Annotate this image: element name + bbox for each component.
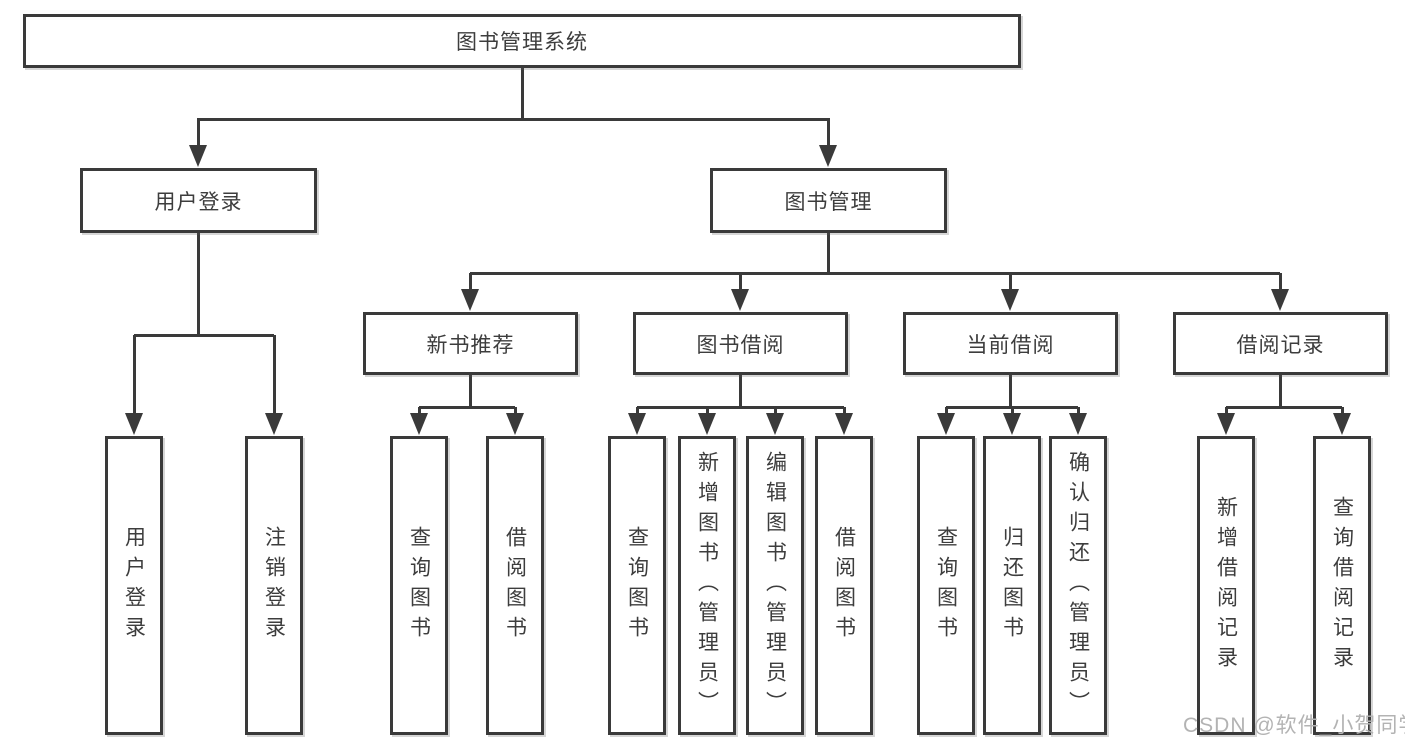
connector-line: [197, 117, 830, 121]
arrow-down-icon: [1333, 413, 1351, 435]
node-book-manage: 图书管理: [710, 168, 947, 233]
connector-line: [1278, 273, 1282, 291]
connector-line: [1340, 407, 1344, 415]
leaf-newbook-query: 查询图书: [390, 436, 448, 735]
connector-line: [1008, 373, 1012, 409]
node-current-borrow-label: 当前借阅: [966, 333, 1055, 357]
arrow-down-icon: [937, 413, 955, 435]
arrow-down-icon: [1271, 289, 1289, 311]
arrow-down-icon: [265, 413, 283, 435]
node-root-label: 图书管理系统: [456, 31, 588, 54]
connector-line: [468, 273, 472, 291]
node-borrow-record-label: 借阅记录: [1236, 333, 1325, 357]
connector-line: [1008, 273, 1012, 291]
node-borrow-record: 借阅记录: [1173, 312, 1388, 375]
connector-line: [773, 407, 777, 415]
leaf-record-add: 新增借阅记录: [1197, 436, 1255, 735]
leaf-borrow-query-label: 查询图书: [625, 525, 649, 646]
connector-line: [468, 373, 472, 409]
arrow-down-icon: [1069, 413, 1087, 435]
leaf-current-confirm-admin: 确认归还（管理员）: [1049, 436, 1107, 735]
node-new-book-recommend: 新书推荐: [363, 312, 578, 375]
arrow-down-icon: [1001, 289, 1019, 311]
leaf-record-query-label: 查询借阅记录: [1330, 495, 1354, 676]
node-user-login-label: 用户登录: [154, 190, 243, 214]
connector-line: [944, 407, 948, 415]
leaf-logout-label: 注销登录: [262, 525, 286, 646]
connector-line: [470, 271, 1280, 275]
arrow-down-icon: [731, 289, 749, 311]
connector-line: [635, 407, 639, 415]
node-user-login: 用户登录: [80, 168, 317, 233]
leaf-record-add-label: 新增借阅记录: [1214, 495, 1238, 676]
connector-line: [705, 407, 709, 415]
node-current-borrow: 当前借阅: [903, 312, 1118, 375]
connector-line: [272, 335, 276, 415]
leaf-newbook-borrow: 借阅图书: [486, 436, 544, 735]
arrow-down-icon: [189, 145, 207, 167]
arrow-down-icon: [125, 413, 143, 435]
leaf-user-login-label: 用户登录: [122, 525, 146, 646]
arrow-down-icon: [1217, 413, 1235, 435]
arrow-down-icon: [410, 413, 428, 435]
connector-line: [842, 407, 846, 415]
leaf-current-confirm-admin-label: 确认归还（管理员）: [1066, 450, 1090, 721]
connector-line: [637, 405, 844, 409]
connector-line: [1278, 373, 1282, 409]
leaf-newbook-borrow-label: 借阅图书: [503, 525, 527, 646]
connector-line: [826, 119, 830, 147]
connector-line: [196, 231, 200, 337]
leaf-borrow-edit-admin: 编辑图书（管理员）: [746, 436, 804, 735]
connector-line: [1224, 407, 1228, 415]
connector-line: [738, 373, 742, 409]
watermark-text: CSDN @软件_小贺同学: [1183, 714, 1405, 737]
node-book-borrow: 图书借阅: [633, 312, 848, 375]
connector-line: [134, 333, 274, 337]
node-root: 图书管理系统: [23, 14, 1021, 68]
arrow-down-icon: [1003, 413, 1021, 435]
arrow-down-icon: [766, 413, 784, 435]
leaf-borrow-edit-admin-label: 编辑图书（管理员）: [763, 450, 787, 721]
leaf-borrow-book-label: 借阅图书: [832, 525, 856, 646]
connector-line: [826, 231, 830, 275]
connector-line: [1010, 407, 1014, 415]
connector-line: [1076, 407, 1080, 415]
arrow-down-icon: [835, 413, 853, 435]
leaf-current-query: 查询图书: [917, 436, 975, 735]
leaf-current-return: 归还图书: [983, 436, 1041, 735]
arrow-down-icon: [698, 413, 716, 435]
connector-line: [419, 405, 515, 409]
connector-line: [520, 67, 524, 121]
leaf-current-query-label: 查询图书: [934, 525, 958, 646]
arrow-down-icon: [506, 413, 524, 435]
leaf-newbook-query-label: 查询图书: [407, 525, 431, 646]
leaf-user-login: 用户登录: [105, 436, 163, 735]
connector-line: [738, 273, 742, 291]
connector-line: [132, 335, 136, 415]
node-new-book-recommend-label: 新书推荐: [426, 333, 515, 357]
leaf-borrow-query: 查询图书: [608, 436, 666, 735]
leaf-logout: 注销登录: [245, 436, 303, 735]
connector-line: [196, 119, 200, 147]
arrow-down-icon: [461, 289, 479, 311]
connector-line: [513, 407, 517, 415]
connector-line: [417, 407, 421, 415]
arrow-down-icon: [819, 145, 837, 167]
node-book-borrow-label: 图书借阅: [696, 333, 785, 357]
connector-line: [1226, 405, 1342, 409]
leaf-borrow-add-admin: 新增图书（管理员）: [678, 436, 736, 735]
leaf-borrow-add-admin-label: 新增图书（管理员）: [695, 450, 719, 721]
arrow-down-icon: [628, 413, 646, 435]
leaf-borrow-book: 借阅图书: [815, 436, 873, 735]
leaf-record-query: 查询借阅记录: [1313, 436, 1371, 735]
node-book-manage-label: 图书管理: [784, 190, 873, 214]
leaf-current-return-label: 归还图书: [1000, 525, 1024, 646]
